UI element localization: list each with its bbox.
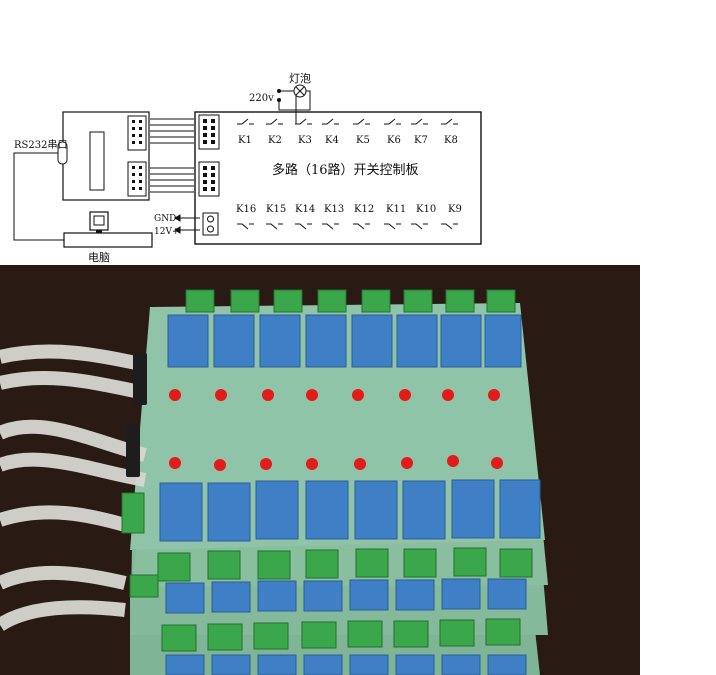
serial-cable [13, 152, 64, 241]
terminal-dot-1 [277, 89, 281, 93]
board-header-top [198, 114, 220, 150]
rs232-module [62, 111, 150, 201]
lower-relays-3 [165, 654, 527, 675]
computer-label: 电脑 [88, 251, 110, 264]
ribbon-cables [0, 344, 147, 631]
side-terminal-block [121, 492, 145, 534]
lamp-label: 灯泡 [289, 71, 311, 85]
relay-label-k9: K9 [448, 204, 462, 215]
relay-label-k4: K4 [325, 135, 339, 146]
power-label: 12V+ [154, 227, 180, 237]
voltage-label: 220v [249, 93, 274, 104]
relay-label-k14: K14 [295, 204, 315, 215]
ribbon-cable-top [150, 118, 194, 144]
relay-label-k6: K6 [387, 135, 401, 146]
module-header-top [127, 115, 147, 151]
computer-monitor [89, 211, 109, 231]
lower-terminal-blocks-1 [157, 547, 533, 582]
relay-label-k8: K8 [444, 135, 458, 146]
ribbon-connectors [126, 353, 147, 477]
serial-label: RS232串口 [14, 139, 67, 151]
gnd-label: GND [154, 214, 176, 224]
relay-board-photo [0, 265, 640, 675]
relay-label-k5: K5 [356, 135, 370, 146]
relay-label-k12: K12 [354, 204, 374, 215]
relay-label-k2: K2 [268, 135, 282, 146]
relay-label-k3: K3 [298, 135, 312, 146]
bottom-leds [169, 455, 503, 471]
bottom-switch-symbols [237, 223, 458, 230]
bottom-relays [159, 479, 541, 542]
side-terminal-block-lower [129, 574, 159, 598]
lamp-icon [293, 84, 307, 98]
top-leds [169, 389, 500, 401]
wiring-diagram: RS232串口 电脑 [13, 71, 482, 264]
top-relays [167, 314, 522, 368]
power-terminal [202, 212, 219, 236]
computer-base [63, 232, 153, 248]
relay-label-k10: K10 [416, 204, 436, 215]
lower-relays-2 [165, 578, 527, 614]
relay-label-k1: K1 [238, 135, 252, 146]
ribbon-cable-bottom [150, 167, 194, 193]
relay-label-k15: K15 [266, 204, 286, 215]
module-chip [89, 131, 105, 191]
lower-terminal-blocks-2 [161, 618, 521, 652]
relay-label-k11: K11 [386, 204, 406, 215]
module-header-bottom [127, 161, 147, 197]
board-header-bottom [198, 161, 220, 197]
power-arrows [174, 214, 200, 234]
top-terminal-blocks [185, 289, 516, 313]
relay-label-k16: K16 [236, 204, 256, 215]
terminal-dot-2 [277, 98, 281, 102]
relay-label-k7: K7 [414, 135, 428, 146]
top-switch-symbols [237, 118, 458, 125]
board-title: 多路（16路）开关控制板 [272, 162, 419, 178]
control-board [194, 111, 482, 245]
relay-label-k13: K13 [324, 204, 344, 215]
